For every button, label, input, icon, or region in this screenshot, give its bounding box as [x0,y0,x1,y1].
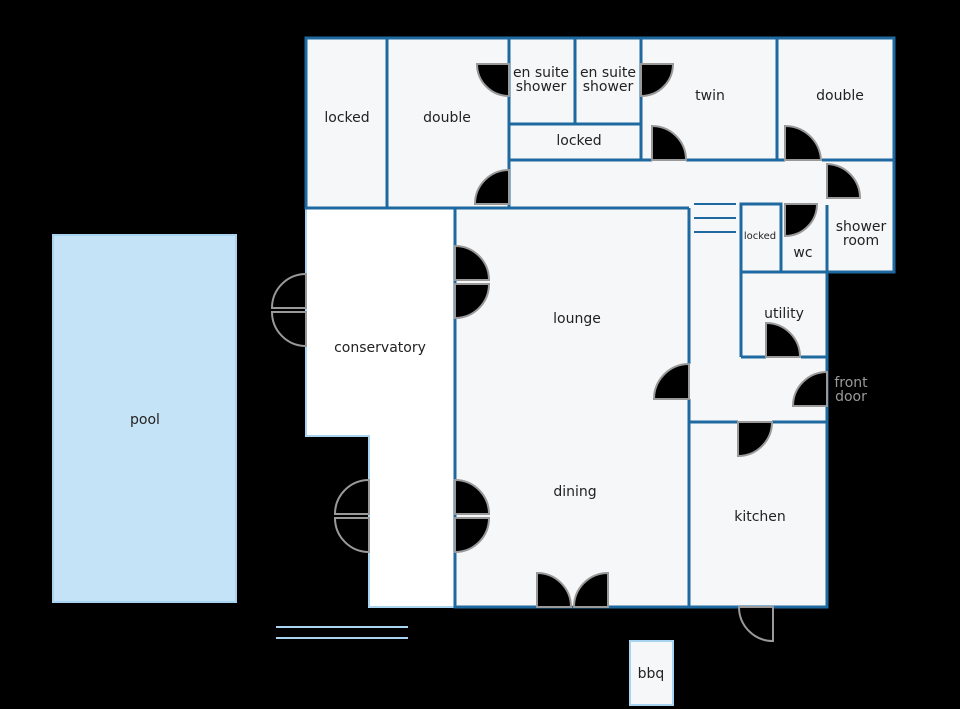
pool-label: pool [130,412,160,428]
wc-label: wc [793,245,812,261]
door-dining-1 [454,478,491,515]
twin-label: twin [695,88,725,104]
door-lounge-2 [454,283,491,320]
door-patio-2 [572,571,609,608]
en-suite-1-label: en suite [513,65,569,81]
conservatory-label: conservatory [334,340,426,356]
door-double-right [784,124,823,161]
kitchen-label: kitchen [734,509,786,525]
utility-label: utility [764,306,804,322]
front-door-label: front [834,375,868,391]
door-lounge-hall [652,362,690,400]
door-double-left [473,168,510,205]
pool-area [52,234,237,603]
door-conservatory-4 [333,517,370,554]
locked-left-label: locked [324,110,369,126]
shower-room-label-2: room [843,233,879,249]
double-right-label: double [816,88,864,104]
door-kitchen [737,421,774,458]
front-door-label-2: door [835,389,867,405]
en-suite-1-label-2: shower [516,79,567,95]
locked-middle-label: locked [556,133,601,149]
double-left-label: double [423,110,471,126]
door-patio-1 [536,571,573,608]
door-front [791,370,828,407]
door-twin [651,124,688,161]
shower-room-label: shower [836,219,887,235]
outer-wall [304,36,896,609]
door-wc [784,203,819,238]
door-conservatory-1 [270,272,307,309]
door-conservatory-2 [270,311,307,348]
locked-small-label: locked [744,231,776,242]
bbq-area [629,640,674,706]
lounge-label: lounge [553,311,601,327]
door-lounge-1 [454,244,491,281]
door-conservatory-3 [333,478,370,515]
door-utility [765,321,802,358]
conservatory-area [305,207,456,608]
en-suite-2-label: en suite [580,65,636,81]
door-shower-room [826,162,862,199]
dining-label: dining [553,484,596,500]
bbq-label: bbq [638,666,665,682]
door-kitchen-back [737,606,774,643]
door-en-suite-2 [640,63,675,98]
house-body [306,38,894,607]
door-en-suite-1 [475,63,510,98]
door-dining-2 [454,517,491,554]
en-suite-2-label-2: shower [583,79,634,95]
